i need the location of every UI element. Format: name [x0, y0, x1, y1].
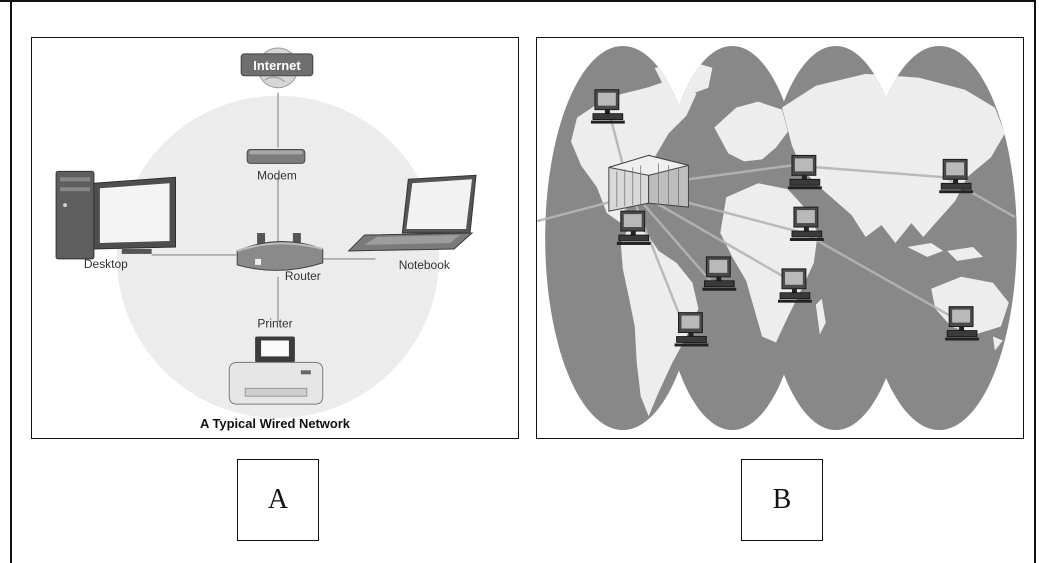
label-box-b: B — [741, 459, 823, 541]
connection-lines — [151, 92, 376, 322]
notebook-label: Notebook — [399, 258, 450, 272]
frame-top-border — [0, 0, 1034, 2]
router-label: Router — [285, 269, 321, 283]
router-icon — [236, 233, 324, 271]
wired-network-diagram: Internet Modem Desktop Router — [55, 47, 477, 431]
frame-left-border — [10, 0, 12, 563]
modem-label: Modem — [257, 168, 297, 182]
panel-a-wired-network: Internet Modem Desktop Router — [31, 37, 519, 439]
internet-globe-icon: Internet — [240, 47, 314, 89]
world-network-map — [537, 45, 1017, 431]
diagram-caption: A Typical Wired Network — [200, 416, 351, 431]
modem-icon — [246, 148, 306, 164]
label-box-a: A — [237, 459, 319, 541]
desktop-label: Desktop — [84, 257, 128, 271]
desktop-computer-icon — [55, 170, 176, 260]
frame-right-border — [1034, 0, 1036, 563]
internet-label: Internet — [253, 58, 301, 73]
panel-b-world-network-map — [536, 37, 1024, 439]
printer-label: Printer — [257, 317, 292, 331]
printer-icon — [228, 336, 324, 405]
notebook-laptop-icon — [347, 174, 477, 252]
central-server-building-icon — [608, 154, 689, 212]
